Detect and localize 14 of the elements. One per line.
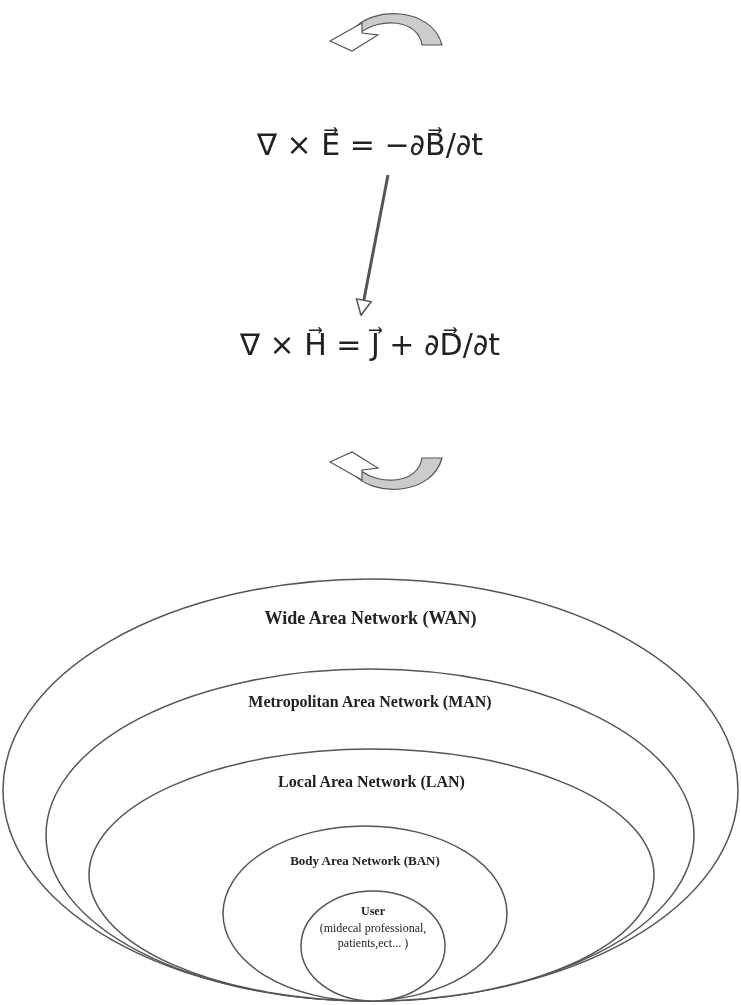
- network-ellipse: [88, 748, 655, 1002]
- network-ellipse: [2, 578, 739, 1002]
- equation: ∇ × H⃗ = J⃗ + ∂D⃗/∂t: [238, 326, 502, 364]
- network-label: Wide Area Network (WAN): [263, 608, 478, 629]
- equation: ∇ × E⃗ = −∂B⃗/∂t: [255, 126, 485, 164]
- network-label: Body Area Network (BAN): [289, 853, 441, 869]
- network-label: User: [360, 904, 386, 919]
- network-ellipse: [222, 825, 508, 1002]
- arrow: [355, 174, 390, 316]
- network-label: Metropolitan Area Network (MAN): [247, 693, 493, 711]
- network-ellipse: [300, 890, 446, 1002]
- network-label: Local Area Network (LAN): [277, 773, 466, 791]
- network-description: (midecal professional, patients,ect... ): [318, 920, 428, 951]
- network-ellipse: [45, 668, 695, 1002]
